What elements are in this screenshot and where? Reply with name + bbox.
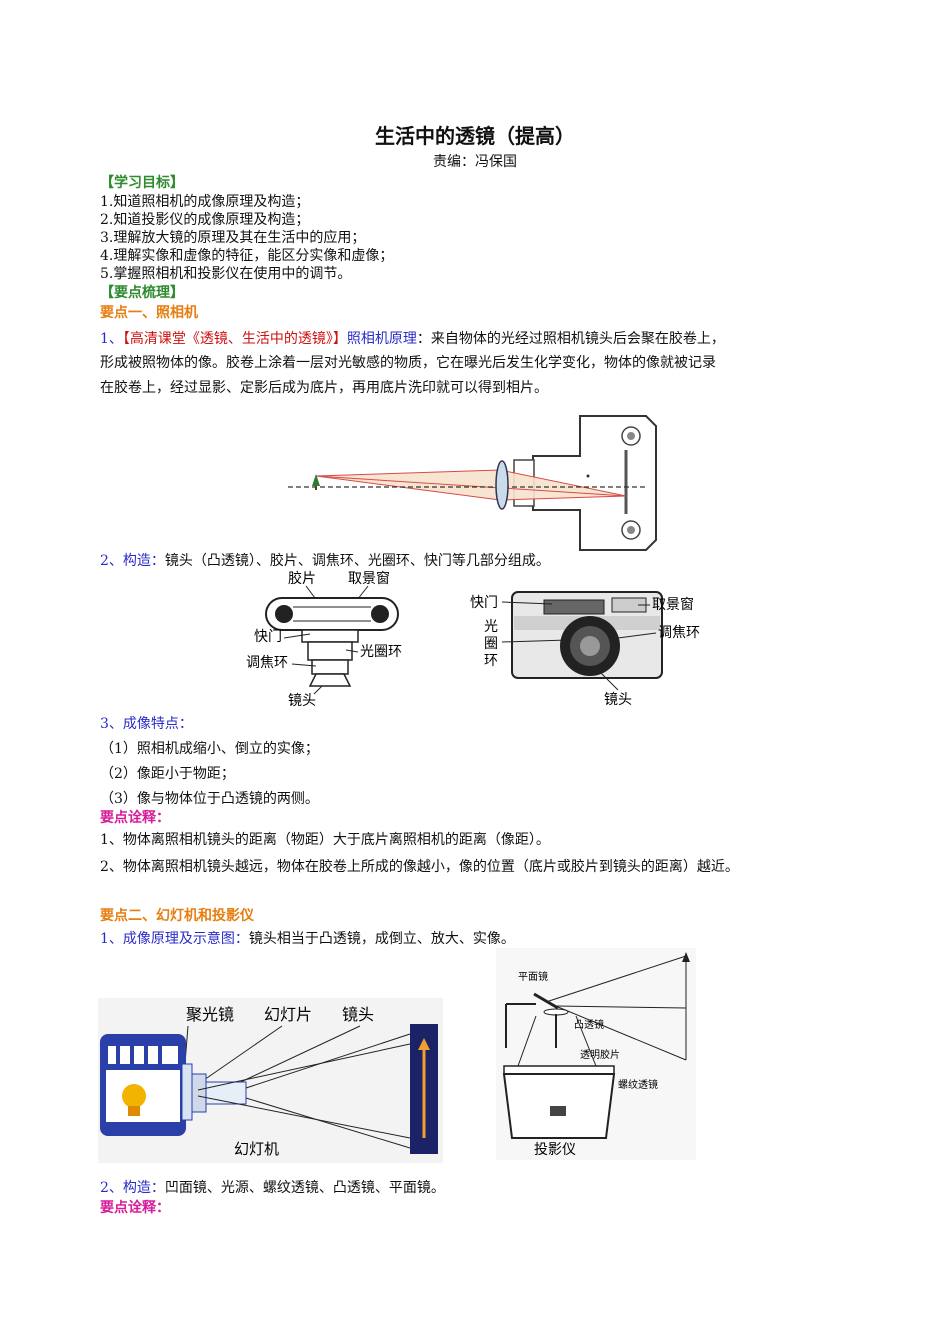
p1-number: 1、 — [100, 331, 123, 347]
goal-item: 1.知道照相机的成像原理及构造； — [100, 194, 310, 210]
goal-item: 5.掌握照相机和投影仪在使用中的调节。 — [100, 266, 352, 282]
label-fresnel-lens: 螺纹透镜 — [618, 1078, 658, 1091]
overhead-projector-diagram: 平面镜 凸透镜 透明胶片 螺纹透镜 投影仪 — [496, 948, 696, 1160]
caption-overhead-projector: 投影仪 — [534, 1142, 576, 1158]
feature-item: （1）照相机成缩小、倒立的实像； — [100, 741, 319, 757]
photo-label-viewfinder: 取景窗 — [652, 596, 694, 613]
p1-colon: ： — [416, 331, 431, 347]
section2-p1: 1、成像原理及示意图：镜头相当于凸透镜，成倒立、放大、实像。 — [100, 929, 515, 949]
photo-label-aperture-3: 环 — [484, 653, 498, 669]
p1-label: 照相机原理 — [346, 331, 417, 347]
section1-heading: 要点一、照相机 — [100, 305, 198, 321]
section1-p2: 2、构造：镜头（凸透镜）、胶片、调焦环、光圈环、快门等几部分组成。 — [100, 551, 550, 571]
p2-label: 2、构造： — [100, 553, 165, 569]
photo-label-focus-ring: 调焦环 — [658, 625, 700, 641]
goal-item: 4.理解实像和虚像的特征，能区分实像和虚像； — [100, 248, 394, 264]
camera-photo: 快门 取景窗 光 圈 环 调焦环 镜头 — [470, 591, 700, 708]
camera-principle-diagram — [288, 415, 657, 551]
label-viewfinder: 取景窗 — [348, 570, 390, 587]
p1-text: 来自物体的光经过照相机镜头后会聚在胶卷上， — [430, 331, 725, 347]
goal-item: 2.知道投影仪的成像原理及构造； — [100, 212, 310, 228]
note-item: 2、物体离照相机镜头越远，物体在胶卷上所成的像越小，像的位置（底片或胶片到镜头的… — [100, 859, 739, 875]
label-slide: 幻灯片 — [264, 1005, 312, 1024]
section2-heading: 要点二、幻灯机和投影仪 — [100, 908, 254, 924]
section1-p1-line2: 形成被照物体的像。胶卷上涂着一层对光敏感的物质，它在曝光后发生化学变化，物体的像… — [100, 355, 716, 371]
goal-item: 3.理解放大镜的原理及其在生活中的应用； — [100, 230, 366, 246]
goals-heading: 【学习目标】 — [100, 175, 184, 191]
photo-label-lens: 镜头 — [604, 692, 632, 708]
label-convex-lens: 凸透镜 — [574, 1018, 604, 1031]
caption-slide-projector: 幻灯机 — [234, 1140, 279, 1158]
label-lens: 镜头 — [288, 693, 316, 709]
label-condenser: 聚光镜 — [186, 1005, 234, 1024]
summary-heading: 【要点梳理】 — [100, 285, 184, 301]
label-transparent-film: 透明胶片 — [580, 1048, 620, 1061]
s2p2-text: 凹面镜、光源、螺纹透镜、凸透镜、平面镜。 — [164, 1180, 445, 1196]
label-projector-lens: 镜头 — [342, 1005, 374, 1024]
editor-line: 责编：冯保国 — [433, 154, 517, 170]
hd-class-link[interactable]: 【高清课堂《透镜、生活中的透镜》】 — [122, 331, 347, 347]
camera-structure-diagram: 胶片 取景窗 快门 光圈环 调焦环 镜头 — [246, 570, 402, 709]
feature-item: （2）像距小于物距； — [100, 766, 235, 782]
s2p1-label: 1、成像原理及示意图： — [100, 931, 249, 947]
p2-text: 镜头（凸透镜）、胶片、调焦环、光圈环、快门等几部分组成。 — [164, 553, 550, 569]
photo-label-aperture-1: 光 — [484, 619, 498, 635]
section1-p1-line1: 1、【高清课堂《透镜、生活中的透镜》】照相机原理：来自物体的光经过照相机镜头后会… — [100, 329, 725, 349]
photo-label-aperture-2: 圈 — [484, 636, 498, 652]
label-focus-ring: 调焦环 — [246, 655, 288, 671]
feature-item: （3）像与物体位于凸透镜的两侧。 — [100, 791, 319, 807]
s2p2-label: 2、构造： — [100, 1180, 165, 1196]
s2p1-text: 镜头相当于凸透镜，成倒立、放大、实像。 — [248, 931, 515, 947]
note-item: 1、物体离照相机镜头的距离（物距）大于底片离照相机的距离（像距）。 — [100, 832, 550, 848]
page-title: 生活中的透镜（提高） — [375, 124, 575, 148]
label-plane-mirror: 平面镜 — [518, 970, 548, 983]
slide-projector-diagram: 聚光镜 幻灯片 镜头 幻灯机 — [98, 998, 443, 1163]
section2-p2: 2、构造：凹面镜、光源、螺纹透镜、凸透镜、平面镜。 — [100, 1178, 445, 1198]
label-film: 胶片 — [288, 570, 316, 587]
notes1-heading: 要点诠释： — [100, 810, 170, 826]
label-shutter: 快门 — [254, 629, 282, 645]
section1-p3-label: 3、成像特点： — [100, 716, 193, 732]
label-aperture: 光圈环 — [360, 644, 402, 660]
section1-p1-line3: 在胶卷上，经过显影、定影后成为底片，再用底片洗印就可以得到相片。 — [100, 380, 548, 396]
notes2-heading: 要点诠释： — [100, 1200, 170, 1216]
photo-label-shutter: 快门 — [470, 595, 498, 611]
